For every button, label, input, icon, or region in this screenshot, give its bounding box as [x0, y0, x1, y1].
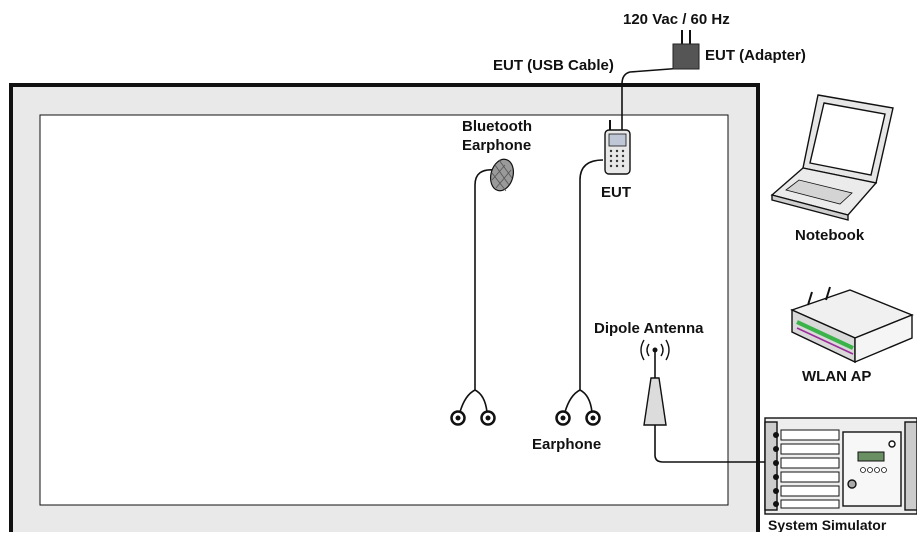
wired-earphone-icon — [555, 389, 601, 426]
wlan-router-icon — [790, 286, 914, 364]
adapter-label: EUT (Adapter) — [705, 47, 806, 64]
dipole-antenna-label: Dipole Antenna — [594, 320, 704, 337]
cables — [474, 67, 772, 463]
wired-earphone-icon — [450, 389, 496, 426]
system-simulator-label: System Simulator — [768, 517, 887, 532]
bt-earphone-label-line1: Bluetooth — [462, 118, 532, 135]
notebook-label: Notebook — [795, 227, 865, 244]
wlan-ap-label: WLAN AP — [802, 368, 871, 385]
test-chamber — [9, 83, 760, 537]
wireless-signal-icon — [640, 339, 670, 361]
notebook-icon — [770, 94, 894, 221]
bt-earphone-label-line2: Earphone — [462, 137, 531, 154]
labels: 120 Vac / 60 Hz EUT (Adapter) EUT (USB C… — [462, 11, 887, 533]
bt-earphone-icon — [489, 158, 515, 192]
simulator-icon — [764, 417, 917, 515]
earphone-label: Earphone — [532, 436, 601, 453]
eut-label: EUT — [601, 184, 631, 201]
usb-cable-label: EUT (USB Cable) — [493, 57, 614, 74]
antenna-coax-cable — [654, 425, 772, 463]
usb-cable — [621, 67, 684, 130]
antenna-icon — [643, 347, 667, 426]
phone-icon — [604, 120, 631, 175]
earphone-cable — [579, 159, 604, 390]
power-label: 120 Vac / 60 Hz — [623, 11, 730, 28]
bt-earphone-cable — [474, 168, 496, 390]
adapter-icon — [672, 30, 700, 70]
chamber-inner-area — [39, 114, 729, 506]
